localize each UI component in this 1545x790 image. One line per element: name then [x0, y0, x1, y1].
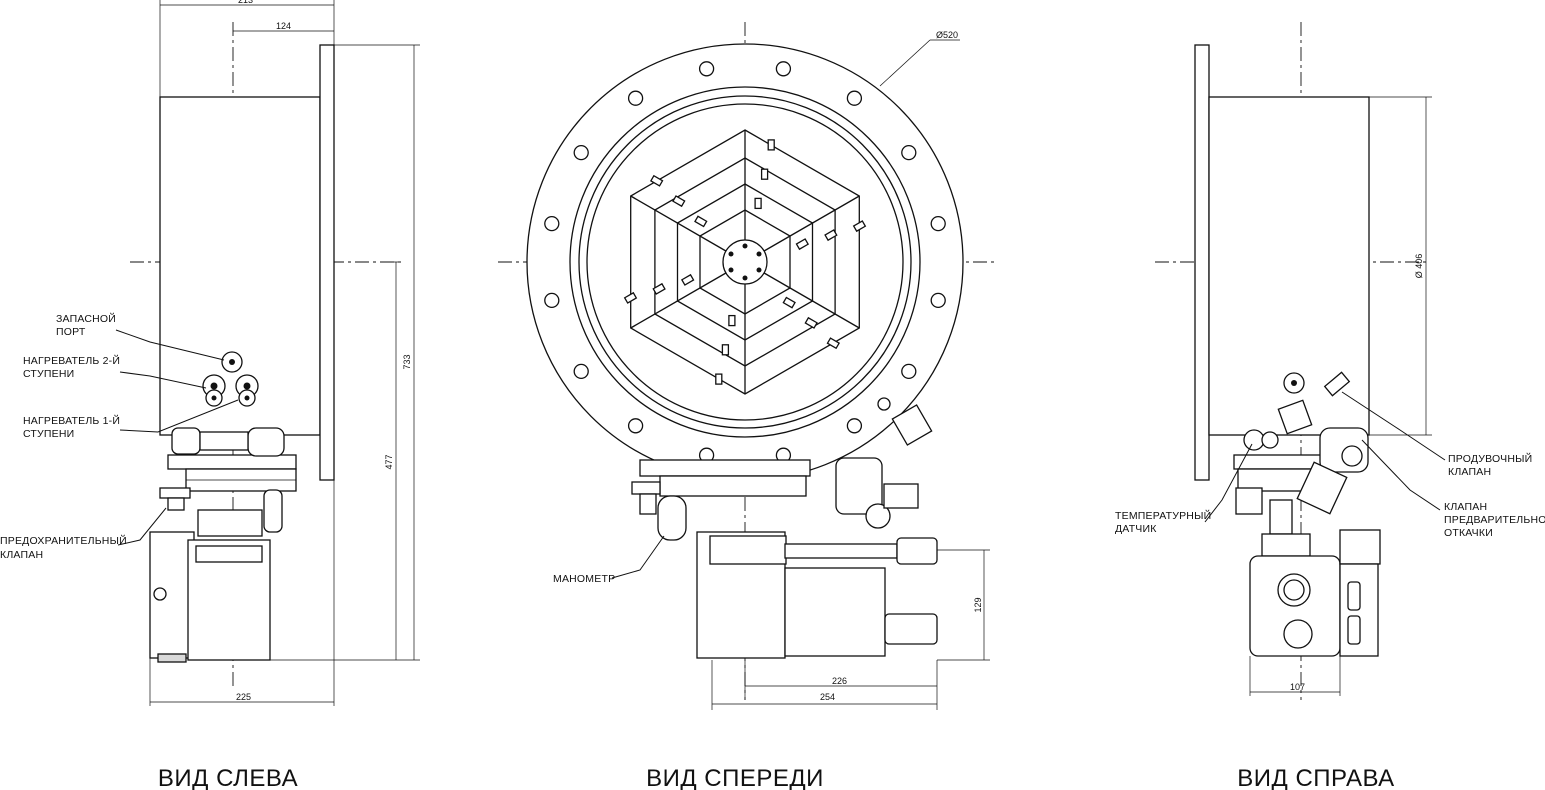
dim-left-733: 733: [402, 354, 412, 369]
bolt-hole: [846, 418, 863, 434]
label-relief-1: ПРЕДОХРАНИТЕЛЬНЫЙ: [0, 534, 127, 547]
hex-spoke: [630, 272, 727, 329]
label-spare-port-1: ЗАПАСНОЙ: [56, 312, 116, 325]
dim-left-477: 477: [384, 454, 394, 469]
baffle-bracket: [826, 337, 841, 350]
title-right-view: ВИД СПРАВА: [1237, 765, 1394, 790]
baffle-bracket: [754, 197, 762, 210]
label-heater2-2: СТУПЕНИ: [23, 368, 74, 380]
baffle-bracket: [649, 174, 664, 187]
baffle-bracket: [680, 273, 695, 286]
baffle-bracket: [652, 282, 666, 295]
label-prepump-1: КЛАПАН: [1444, 501, 1487, 513]
label-heater2-1: НАГРЕВАТЕЛЬ 2-Й: [23, 354, 120, 367]
label-prepump-2: ПРЕДВАРИТЕЛЬНОЙ: [1444, 513, 1545, 526]
bolt-hole: [901, 144, 917, 161]
baffle-bracket: [623, 291, 638, 304]
dim-front-520: Ø520: [936, 30, 958, 40]
bolt-hole: [573, 363, 589, 380]
dim-front-226: 226: [832, 676, 847, 686]
label-prepump-3: ОТКАЧКИ: [1444, 527, 1493, 539]
bolt-hole: [930, 215, 946, 232]
dim-right-107: 107: [1290, 682, 1305, 692]
baffle-bracket: [782, 296, 796, 309]
baffle-bracket: [760, 168, 769, 180]
label-heater1-2: СТУПЕНИ: [23, 428, 74, 440]
baffle-bracket: [728, 314, 736, 327]
bolt-hole: [627, 90, 644, 106]
hex-spoke: [763, 195, 860, 252]
front-view: Ø520 129 226 254 МАНОМЕТР: [498, 22, 998, 710]
dim-front-254: 254: [820, 692, 835, 702]
bolt-hole: [627, 418, 644, 434]
dim-left-213: 213: [238, 0, 253, 5]
title-front-view: ВИД СПЕРЕДИ: [646, 765, 824, 790]
baffle-bracket: [852, 220, 867, 233]
label-purge-2: КЛАПАН: [1448, 466, 1491, 478]
bolt-hole: [573, 144, 589, 161]
dim-right-406: Ø 406: [1414, 254, 1424, 279]
left-heater-ports: [202, 351, 259, 407]
label-manometer: МАНОМЕТР: [553, 573, 615, 585]
baffle-bracket: [804, 316, 818, 329]
bolt-hole: [544, 215, 560, 232]
baffle-bracket: [795, 238, 810, 251]
dim-front-129: 129: [973, 597, 983, 612]
hex-baffles: [623, 129, 867, 395]
baffle-bracket: [694, 215, 708, 228]
dim-left-124: 124: [276, 21, 291, 31]
left-view: 213 124 733 477 225 ЗАПАСНОЙ ПОРТ НАГРЕВ…: [0, 0, 420, 706]
baffle-bracket: [721, 344, 730, 356]
bolt-hole: [544, 292, 560, 309]
hex-spoke: [763, 272, 860, 329]
title-left-view: ВИД СЛЕВА: [158, 765, 298, 790]
hex-spoke: [630, 195, 727, 252]
label-heater1-1: НАГРЕВАТЕЛЬ 1-Й: [23, 414, 120, 427]
baffle-bracket: [715, 373, 723, 385]
label-spare-port-2: ПОРТ: [56, 326, 86, 338]
label-temp-2: ДАТЧИК: [1115, 523, 1157, 535]
bolt-hole: [901, 363, 917, 380]
baffle-bracket: [672, 195, 686, 208]
baffle-bracket: [824, 229, 838, 242]
bolt-hole: [846, 90, 863, 106]
label-purge-1: ПРОДУВОЧНЫЙ: [1448, 452, 1532, 465]
dim-left-225: 225: [236, 692, 251, 702]
label-relief-2: КЛАПАН: [0, 549, 43, 561]
baffle-bracket: [767, 139, 775, 151]
bolt-hole: [930, 292, 946, 309]
right-view: Ø 406 107 ПРОДУВОЧНЫЙ КЛАПАН КЛАПАН ПРЕД…: [1115, 22, 1545, 700]
bolt-hole: [775, 61, 792, 77]
bolt-hole: [698, 61, 715, 77]
label-temp-1: ТЕМПЕРАТУРНЫЙ: [1115, 509, 1211, 522]
